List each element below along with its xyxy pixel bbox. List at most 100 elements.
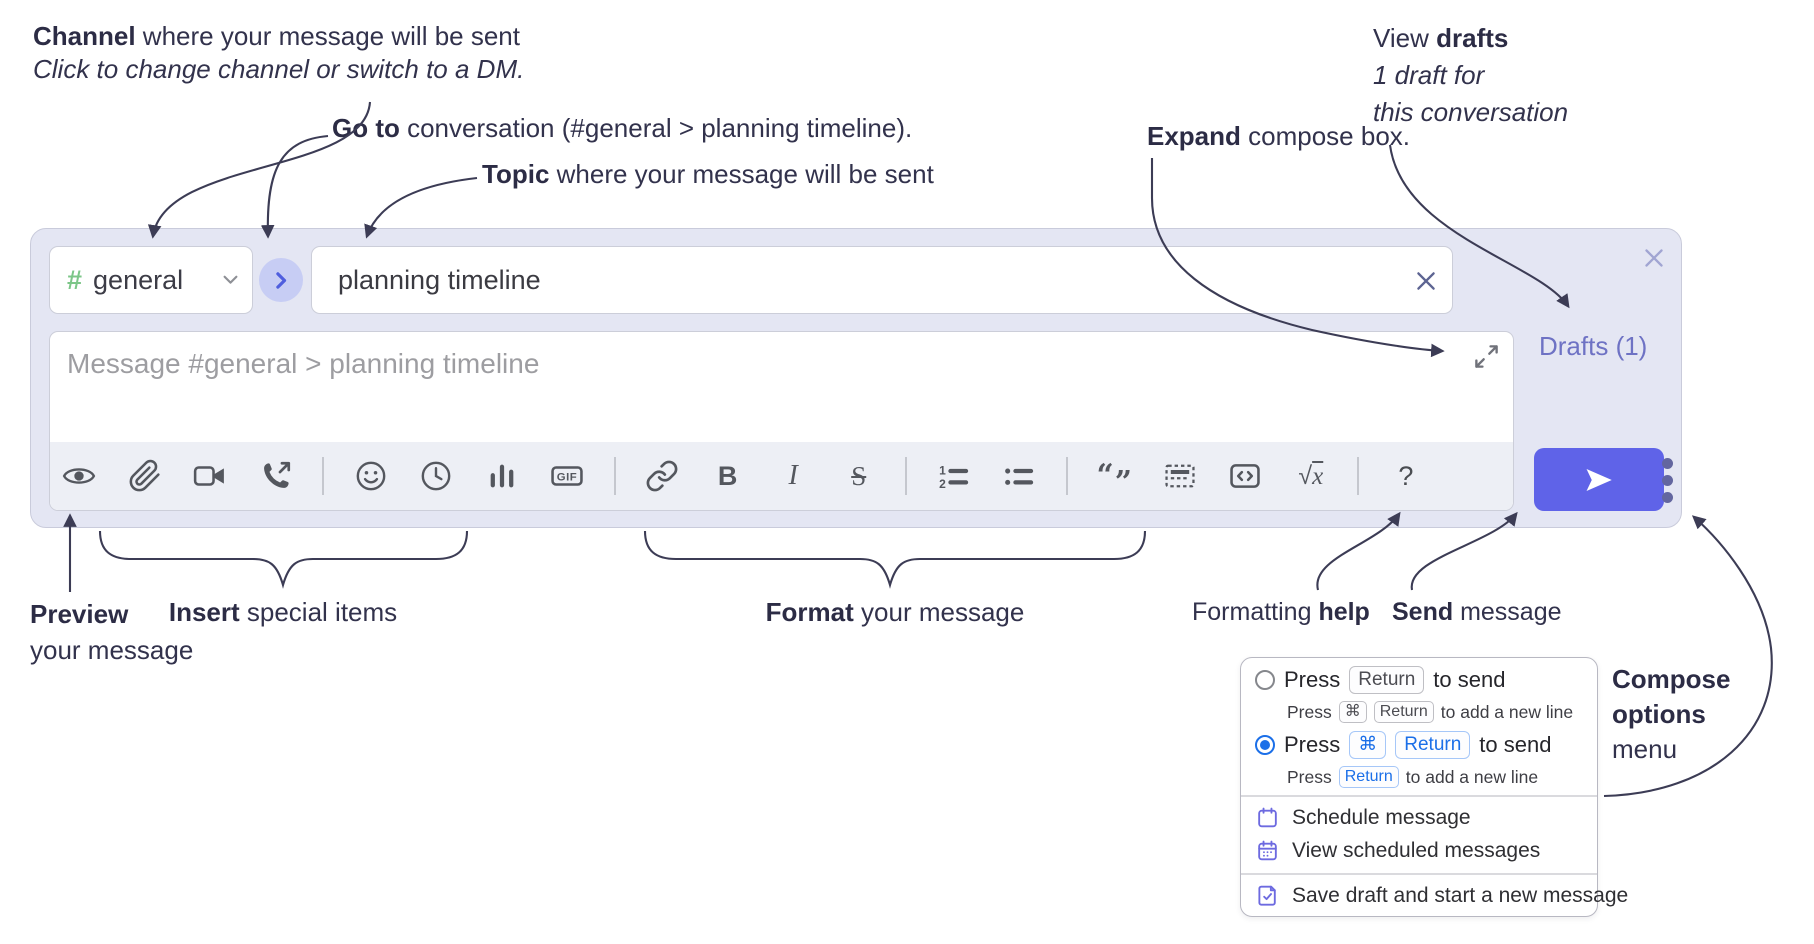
drafts-annotation-line2: 1 draft for — [1373, 60, 1485, 90]
expand-compose-button[interactable] — [1473, 343, 1501, 371]
bar-chart-icon — [490, 464, 513, 488]
clear-topic-x-icon — [1417, 272, 1435, 290]
poll-button[interactable] — [483, 452, 521, 500]
go-to-conversation-button[interactable] — [259, 258, 303, 302]
gif-icon: GIF — [551, 466, 583, 486]
italic-button[interactable]: I — [774, 452, 812, 500]
goto-annotation: Go to conversation (#general > planning … — [332, 113, 913, 143]
strikethrough-icon: S — [851, 460, 867, 491]
attach-file-button[interactable] — [126, 452, 164, 500]
phone-call-icon — [263, 461, 290, 488]
paperclip-icon — [129, 459, 160, 492]
topic-input[interactable] — [312, 247, 1452, 313]
radio-unselected-icon[interactable] — [1255, 669, 1275, 690]
svg-text:1: 1 — [939, 464, 946, 478]
save-draft-icon — [1258, 885, 1276, 906]
option-cmd-return-subtext: Press Return to add a new line — [1287, 766, 1539, 788]
insert-annotation: Insert special items — [168, 597, 398, 627]
video-call-button[interactable] — [191, 452, 229, 500]
goto-pointer-line — [260, 134, 329, 239]
drafts-link[interactable]: Drafts (1) — [1539, 331, 1648, 361]
bulleted-list-icon — [1005, 468, 1034, 485]
clear-topic-button[interactable] — [1412, 267, 1440, 295]
popup-divider — [1241, 795, 1597, 797]
toolbar-divider — [1065, 457, 1068, 495]
send-options-popup: Press Return to send Press ⌘ Return to a… — [1240, 657, 1628, 917]
code-button[interactable] — [1226, 452, 1264, 500]
topic-annotation: Topic where your message will be sent — [482, 159, 934, 189]
chevron-down-icon — [223, 275, 238, 284]
message-area: GIF B I S 1 2 — [49, 331, 1514, 511]
compose-options-button[interactable] — [1653, 449, 1681, 511]
preview-annotation: Preview your message — [30, 599, 194, 665]
code-icon — [1230, 464, 1261, 488]
calendar-grid-icon — [1258, 840, 1277, 861]
gif-button[interactable]: GIF — [548, 452, 586, 500]
popup-divider — [1241, 873, 1597, 875]
drafts-annotation-line3: this conversation — [1373, 97, 1569, 127]
menu-item-view-scheduled[interactable]: View scheduled messages — [1255, 838, 1540, 863]
format-annotation: Format your message — [765, 597, 1025, 627]
toolbar-divider — [905, 457, 908, 495]
ellipsis-icon — [1661, 457, 1673, 469]
voice-call-button[interactable] — [257, 452, 295, 500]
kbd-cmd-blue: ⌘ — [1349, 731, 1387, 759]
drafts-annotation: View drafts 1 draft for this conversatio… — [1373, 20, 1568, 131]
kbd-return-blue: Return — [1395, 731, 1471, 759]
bulleted-list-button[interactable] — [1000, 452, 1038, 500]
topic-input-box — [311, 246, 1453, 314]
drafts-annotation-line1: View drafts — [1373, 23, 1509, 53]
option-return-to-send-subtext: Press ⌘ Return to add a new line — [1287, 701, 1574, 723]
toolbar-divider — [613, 457, 616, 495]
bold-button[interactable]: B — [709, 452, 747, 500]
channel-name: general — [93, 264, 184, 295]
channel-annotation: Channel where your message will be sent … — [33, 20, 524, 86]
menu-item-schedule-message[interactable]: Schedule message — [1255, 805, 1471, 830]
strikethrough-button[interactable]: S — [840, 452, 878, 500]
kbd-return: Return — [1349, 666, 1425, 694]
send-button[interactable] — [1534, 448, 1664, 511]
math-button[interactable]: √x — [1292, 452, 1330, 500]
insert-brace — [98, 530, 469, 589]
clock-icon — [421, 461, 451, 491]
numbered-list-button[interactable]: 1 2 — [935, 452, 973, 500]
help-annotation: Formatting help — [1192, 598, 1370, 626]
close-x-icon — [1645, 249, 1663, 267]
menu-item-save-draft[interactable]: Save draft and start a new message — [1255, 883, 1628, 908]
compose-toolbar: GIF B I S 1 2 — [50, 442, 1513, 510]
global-time-button[interactable] — [417, 452, 455, 500]
link-button[interactable] — [643, 452, 681, 500]
send-annotation: Send message — [1392, 598, 1562, 626]
channel-annotation-line1: Channel where your message will be sent — [33, 21, 520, 51]
kbd-return: Return — [1373, 701, 1434, 723]
svg-text:GIF: GIF — [557, 472, 578, 484]
calendar-icon — [1258, 807, 1277, 828]
quote-button[interactable]: “” — [1095, 452, 1133, 500]
chevron-right-icon — [275, 271, 286, 289]
emoji-button[interactable] — [352, 452, 390, 500]
format-brace — [643, 530, 1147, 589]
radio-selected-icon[interactable] — [1255, 734, 1275, 755]
spoiler-button[interactable] — [1161, 452, 1199, 500]
toolbar-divider — [1357, 457, 1360, 495]
expand-diagonal-icon — [1475, 345, 1498, 368]
math-latex-icon: √x — [1298, 461, 1324, 490]
option-return-to-send[interactable]: Press Return to send — [1255, 666, 1505, 694]
kbd-return-blue: Return — [1338, 766, 1399, 788]
link-icon — [646, 460, 678, 492]
preview-button[interactable] — [60, 452, 98, 500]
option-cmd-return-to-send[interactable]: Press ⌘ Return to send — [1255, 731, 1551, 759]
toolbar-divider — [322, 457, 325, 495]
compose-options-annotation: Compose options menu — [1612, 664, 1731, 764]
video-camera-icon — [193, 466, 224, 486]
formatting-help-button[interactable]: ? — [1387, 452, 1425, 500]
numbered-list-icon: 1 2 — [939, 464, 968, 491]
close-compose-button[interactable] — [1641, 245, 1667, 271]
channel-selector[interactable]: # general — [49, 246, 253, 314]
message-textarea[interactable] — [50, 332, 1513, 440]
question-mark-icon: ? — [1398, 460, 1414, 491]
bold-icon: B — [717, 460, 738, 491]
kbd-cmd: ⌘ — [1338, 701, 1367, 723]
channel-annotation-line2: Click to change channel or switch to a D… — [33, 54, 525, 84]
